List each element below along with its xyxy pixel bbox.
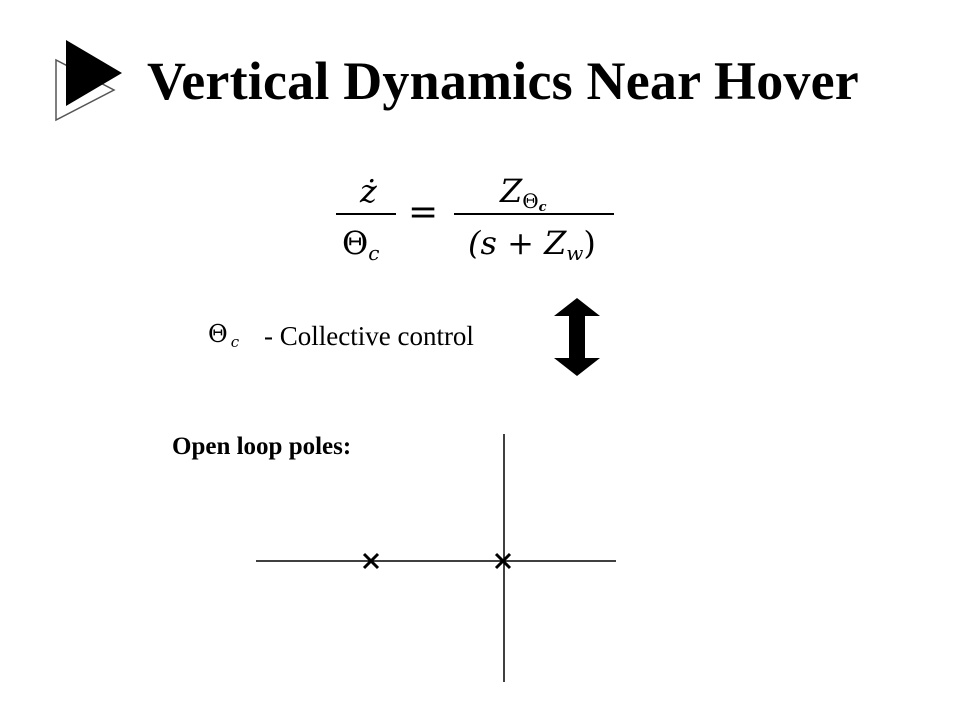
lhs-denominator: Θc — [342, 224, 379, 265]
open-loop-poles-heading: Open loop poles: — [172, 433, 352, 460]
cross-icon — [362, 552, 380, 570]
play-triangle-icon — [55, 40, 122, 122]
lhs-numerator: ż — [359, 172, 378, 210]
transfer-function-equation: ż Θc = ZΘc (s + Zw) — [336, 172, 614, 265]
rhs-numerator: ZΘc — [499, 172, 547, 215]
collective-control-label: - Collective control — [264, 321, 474, 351]
equals-sign: = — [408, 192, 438, 233]
slide-title: Vertical Dynamics Near Hover — [147, 51, 859, 111]
rhs-denominator: (s + Zw) — [468, 224, 596, 265]
cross-icon — [494, 552, 512, 570]
double-headed-vertical-arrow-icon — [554, 298, 600, 376]
pole-zero-plot — [256, 434, 616, 682]
